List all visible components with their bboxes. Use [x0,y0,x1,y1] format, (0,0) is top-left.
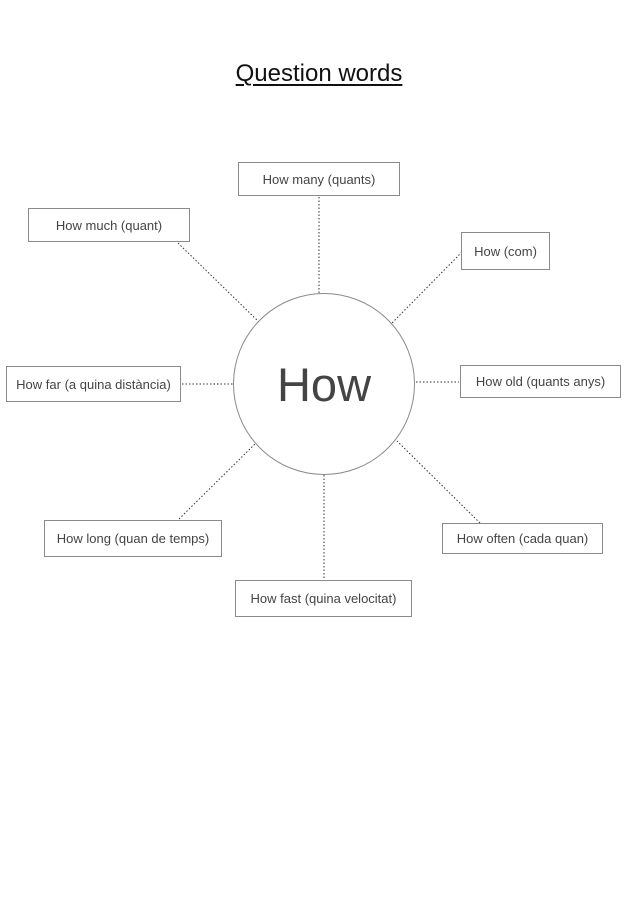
connector-how-com [391,251,463,324]
branch-box-how-far: How far (a quina distància) [6,366,181,402]
branch-label: How (com) [474,243,537,259]
branch-label: How many (quants) [262,171,376,187]
branch-box-how-much: How much (quant) [28,208,190,242]
page-title: Question words [235,60,403,87]
connector-how-long [178,442,257,520]
connector-how-much [177,242,260,323]
branch-box-how-long: How long (quan de temps) [44,520,222,557]
branch-box-how-old: How old (quants anys) [460,365,621,398]
branch-label: How often (cada quan) [456,531,589,546]
branch-box-how-fast: How fast (quina velocitat) [235,580,412,617]
branch-label: How long (quan de temps) [56,531,210,546]
center-word: How [276,357,372,411]
branch-box-how-com: How (com) [461,232,550,270]
connector-how-often [396,440,481,524]
branch-label: How old (quants anys) [475,374,606,389]
branch-box-how-many: How many (quants) [238,162,400,196]
branch-label: How far (a quina distància) [16,376,171,392]
branch-label: How fast (quina velocitat) [250,591,397,606]
branch-label: How much (quant) [55,217,163,233]
center-circle: How [233,293,415,475]
branch-box-how-often: How often (cada quan) [442,523,603,554]
